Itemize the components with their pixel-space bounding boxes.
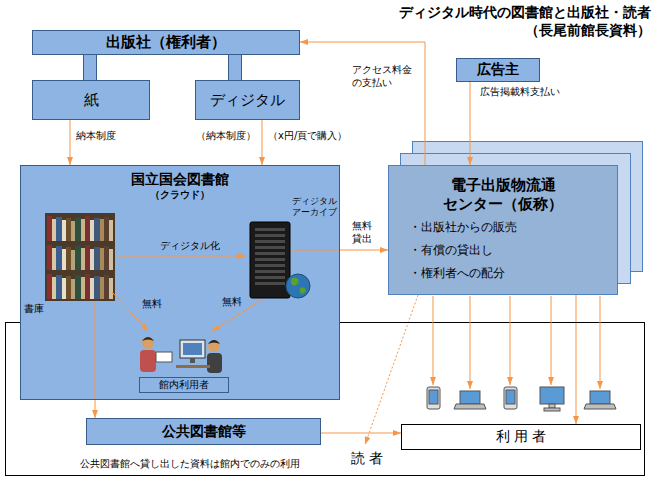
flow-line bbox=[300, 42, 425, 165]
flow-arrow bbox=[321, 433, 401, 434]
flow-arrow bbox=[470, 82, 471, 165]
device-icons bbox=[427, 387, 440, 409]
flow-arrow bbox=[576, 295, 577, 424]
label-anchor: 公共図書館へ貸し出した資料は館内でのみの利用 bbox=[80, 458, 300, 471]
device-icons bbox=[584, 404, 616, 409]
device-icons bbox=[504, 387, 517, 409]
box-label: ・権利者への配分 bbox=[409, 266, 505, 281]
flow-line bbox=[84, 55, 96, 80]
box-label: ディジタル bbox=[210, 91, 285, 110]
label-anchor: 納本制度 bbox=[76, 130, 116, 143]
box-label: 電子出版物流通 センター（仮称） bbox=[442, 176, 564, 214]
device-arrows bbox=[600, 296, 601, 389]
flow-line bbox=[321, 433, 401, 434]
label-anchor: ディジタル化 bbox=[160, 240, 220, 253]
flow-arrow bbox=[95, 400, 96, 418]
device-icons bbox=[540, 387, 564, 404]
flow-line bbox=[228, 55, 242, 80]
edge-label: 無料 貸出 bbox=[352, 220, 374, 245]
box-label: 出版社（権利者） bbox=[106, 33, 226, 52]
device-icons bbox=[429, 390, 438, 404]
edge-label: （納本制度） bbox=[196, 130, 256, 143]
device-icons bbox=[544, 408, 560, 411]
flow-arrow bbox=[300, 42, 425, 165]
device-arrows bbox=[433, 296, 434, 385]
flow-line bbox=[70, 120, 71, 165]
box-label: 公共図書館等 bbox=[162, 423, 246, 441]
device-icons bbox=[427, 387, 616, 411]
process-box: 広告主 bbox=[456, 58, 540, 82]
box-label: 読 者 bbox=[351, 450, 383, 468]
label-anchor: 無料 貸出 bbox=[352, 220, 374, 245]
box-label: （クラウド） bbox=[150, 189, 210, 202]
note-label: （x円/頁で購入） bbox=[268, 130, 347, 143]
process-box: 出版社（権利者） bbox=[32, 30, 300, 55]
edge-label: 広告掲載料支払い bbox=[480, 86, 560, 99]
process-box: 紙 bbox=[32, 80, 150, 120]
edge-label: アクセス料金 の支払い bbox=[352, 64, 414, 89]
device-icons bbox=[506, 390, 515, 404]
label-anchor: アクセス料金 の支払い bbox=[352, 64, 414, 89]
note-label: ディジタル化 bbox=[160, 240, 220, 253]
diagram-title: ディジタル時代の図書館と出版社・読者 （長尾前館長資料） bbox=[397, 4, 651, 39]
flow-line bbox=[95, 400, 96, 418]
box-label: ・有償の貸出し bbox=[409, 243, 493, 258]
device-icons bbox=[549, 404, 555, 408]
box-label: 館内利用者 bbox=[159, 379, 209, 392]
label-anchor: 無料 bbox=[142, 298, 162, 311]
flow-arrow bbox=[90, 55, 91, 80]
label-anchor: 広告掲載料支払い bbox=[480, 86, 560, 99]
note-label: 書庫 bbox=[24, 303, 44, 316]
device-arrows bbox=[470, 296, 471, 389]
box-label: 紙 bbox=[84, 91, 99, 110]
process-box: 電子出版物流通 センター（仮称） ・出版社からの販売・有償の貸出し・権利者への配分 bbox=[388, 165, 618, 295]
flow-line bbox=[340, 250, 388, 251]
device-icons bbox=[460, 391, 480, 404]
flow-line bbox=[229, 55, 241, 80]
process-box: 利 用 者 bbox=[401, 424, 641, 450]
edge-label: 納本制度 bbox=[76, 130, 116, 143]
label-anchor: ディジタル アーカイブ bbox=[292, 196, 339, 219]
title-anchor: ディジタル時代の図書館と出版社・読者 （長尾前館長資料） bbox=[397, 4, 651, 39]
note-label: 無料 bbox=[222, 296, 242, 309]
label-anchor: （納本制度） bbox=[196, 130, 256, 143]
device-arrows bbox=[551, 296, 552, 385]
device-arrows bbox=[510, 296, 511, 385]
note-label: 公共図書館へ貸し出した資料は館内でのみの利用 bbox=[80, 458, 300, 471]
device-icons bbox=[454, 404, 486, 409]
flow-arrow bbox=[340, 250, 388, 251]
label-anchor: 書庫 bbox=[24, 303, 44, 316]
device-icons bbox=[590, 391, 610, 404]
process-box: ディジタル bbox=[195, 80, 300, 120]
label-anchor: 無料 bbox=[222, 296, 242, 309]
flow-line bbox=[470, 82, 471, 165]
box-label: ・出版社からの販売 bbox=[409, 220, 517, 235]
flow-arrow bbox=[235, 55, 236, 80]
box-label: 広告主 bbox=[477, 61, 519, 79]
label-anchor: （x円/頁で購入） bbox=[268, 130, 347, 143]
box-label: 利 用 者 bbox=[496, 428, 547, 446]
note-label: ディジタル アーカイブ bbox=[292, 196, 339, 219]
flow-line bbox=[83, 55, 97, 80]
flow-arrow bbox=[365, 295, 418, 445]
flow-line bbox=[262, 120, 263, 165]
device-arrows bbox=[433, 296, 600, 389]
note-label: 無料 bbox=[142, 298, 162, 311]
process-box: 館内利用者 bbox=[139, 377, 229, 393]
flow-arrow bbox=[262, 120, 263, 165]
flow-line bbox=[576, 295, 577, 424]
flow-line bbox=[365, 295, 418, 445]
box-label: 国立国会図書館 bbox=[131, 171, 229, 189]
flow-arrow bbox=[70, 120, 71, 165]
process-box: 公共図書館等 bbox=[86, 418, 321, 445]
